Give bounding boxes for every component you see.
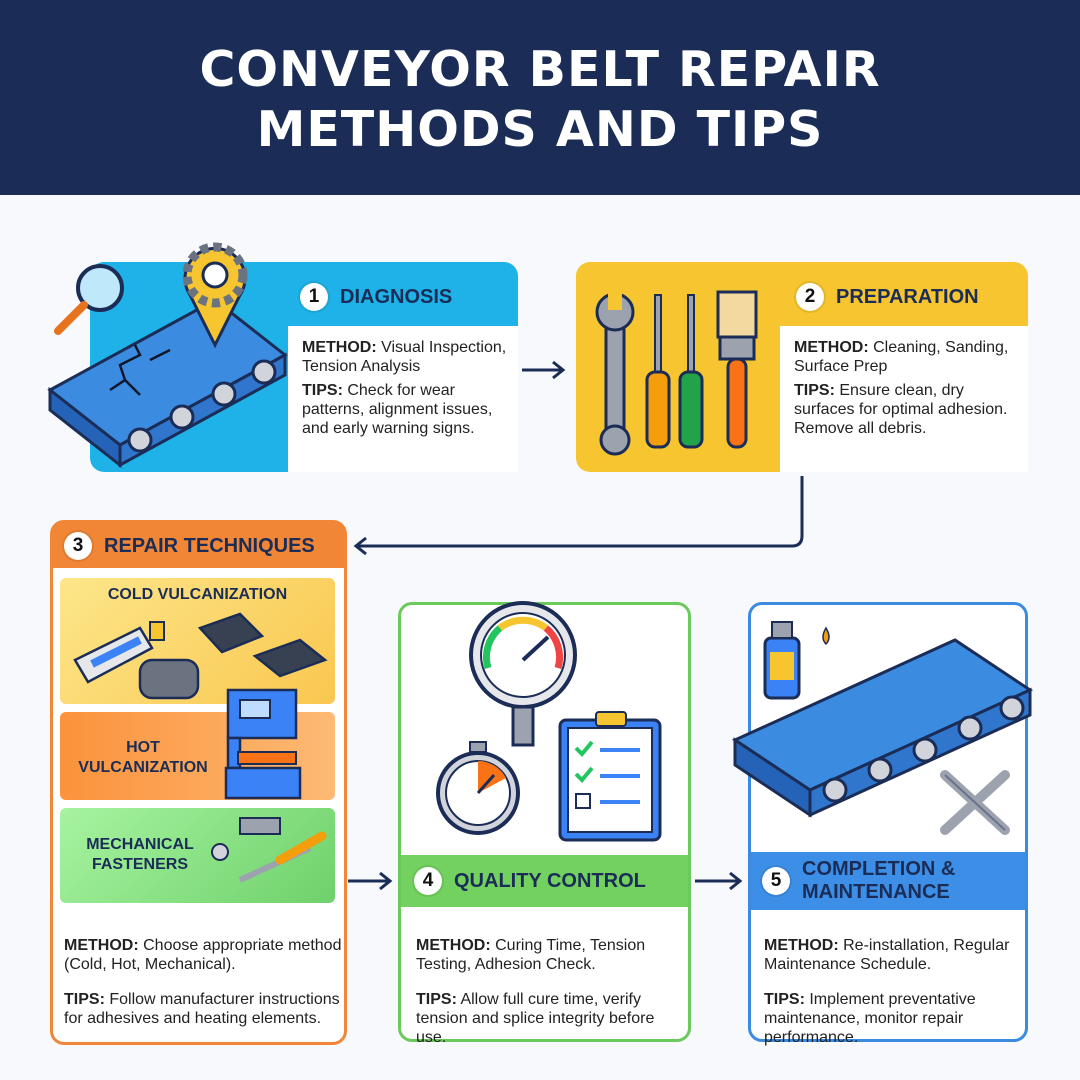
fastener-icon <box>211 817 327 883</box>
step-3-details: METHOD: Choose appropriate method (Cold,… <box>64 920 342 1044</box>
step-4-heading: 4 QUALITY CONTROL <box>414 867 646 895</box>
heat-press-icon <box>224 688 302 800</box>
step-2-details: METHOD: Cleaning, Sanding, Surface Prep … <box>780 326 1028 472</box>
patch-icon <box>138 612 328 700</box>
step-3-title: REPAIR TECHNIQUES <box>104 534 315 557</box>
step-5-title: COMPLETION & MAINTENANCE <box>802 858 955 904</box>
pressure-gauge-icon <box>469 601 577 747</box>
step-5-tips-label: TIPS: <box>764 991 805 1008</box>
step-4-number: 4 <box>414 867 442 895</box>
step-3-method-label: METHOD: <box>64 937 139 954</box>
checklist-icon <box>558 711 662 842</box>
step-1-method-label: METHOD: <box>302 339 377 356</box>
step-4-header-band <box>401 855 688 907</box>
screwdriver-icon <box>645 294 704 449</box>
magnifier-icon <box>54 264 124 335</box>
step-5-details: METHOD: Re-installation, Regular Mainten… <box>764 920 1026 1063</box>
step-3-header-band <box>53 523 344 568</box>
step-1-tips-label: TIPS: <box>302 382 343 399</box>
hot-vulcanization-label: HOT VULCANIZATION <box>78 739 208 776</box>
step-1-number: 1 <box>300 283 328 311</box>
crossed-wrenches-icon <box>940 770 1010 835</box>
stopwatch-icon <box>436 741 520 835</box>
step-4-title: QUALITY CONTROL <box>454 869 646 892</box>
step-2-tips-label: TIPS: <box>794 382 835 399</box>
step-2-heading: 2 PREPARATION <box>796 283 979 311</box>
step-1-method: Visual Inspection, Tension Analysis <box>302 339 507 375</box>
step-5-method: Re-installation, Regular Maintenance Sch… <box>764 937 1010 973</box>
step-1-details: METHOD: Visual Inspection, Tension Analy… <box>288 326 518 472</box>
step-2-number: 2 <box>796 283 824 311</box>
cracked-belt-icon <box>47 298 288 469</box>
step-4-details: METHOD: Curing Time, Tension Testing, Ad… <box>416 920 684 1063</box>
glue-tube-icon <box>73 621 165 684</box>
step-4-tips: Allow full cure time, verify tension and… <box>416 991 655 1046</box>
wrench-icon <box>595 290 635 456</box>
cold-vulcanization-label: COLD VULCANIZATION <box>107 586 288 603</box>
step-3-number: 3 <box>64 532 92 560</box>
step-5-header-band <box>751 852 1025 910</box>
step-5-title-line-1: COMPLETION & <box>802 858 956 880</box>
step-2-method: Cleaning, Sanding, Surface Prep <box>794 339 1009 375</box>
title-line-1: CONVEYOR BELT REPAIR <box>199 41 881 98</box>
step-1-tips: Check for wear patterns, alignment issue… <box>302 382 493 437</box>
step-1-heading: 1 DIAGNOSIS <box>300 283 452 311</box>
step-5-number: 5 <box>762 867 790 895</box>
step-2-method-label: METHOD: <box>794 339 869 356</box>
page-title: CONVEYOR BELT REPAIR METHODS AND TIPS <box>0 40 1080 160</box>
step-1-title: DIAGNOSIS <box>340 285 453 308</box>
step-2-title: PREPARATION <box>836 285 979 308</box>
step-3-heading: 3 REPAIR TECHNIQUES <box>64 532 315 560</box>
step-4-tips-label: TIPS: <box>416 991 457 1008</box>
header-banner <box>0 0 1080 195</box>
step-4-method: Curing Time, Tension Testing, Adhesion C… <box>416 937 646 973</box>
mechanical-fasteners-label: MECHANICAL FASTENERS <box>86 836 194 873</box>
title-line-2: METHODS AND TIPS <box>256 101 824 158</box>
step-5-tips: Implement preventative maintenance, moni… <box>764 991 976 1046</box>
step-4-method-label: METHOD: <box>416 937 491 954</box>
step-3-tips: Follow manufacturer instructions for adh… <box>64 991 340 1027</box>
conveyor-belt-icon <box>731 638 1034 818</box>
step-5-heading: 5 COMPLETION & MAINTENANCE <box>762 858 955 904</box>
step-2-tips: Ensure clean, dry surfaces for optimal a… <box>794 382 1008 437</box>
step-5-title-line-2: MAINTENANCE <box>802 881 950 903</box>
spray-can-icon <box>763 621 830 700</box>
flow-arrows <box>348 360 804 891</box>
step-3-method: Choose appropriate method (Cold, Hot, Me… <box>64 937 342 973</box>
gear-location-pin-icon <box>182 242 248 349</box>
paintbrush-icon <box>716 290 758 449</box>
step-3-tips-label: TIPS: <box>64 991 105 1008</box>
step-5-method-label: METHOD: <box>764 937 839 954</box>
